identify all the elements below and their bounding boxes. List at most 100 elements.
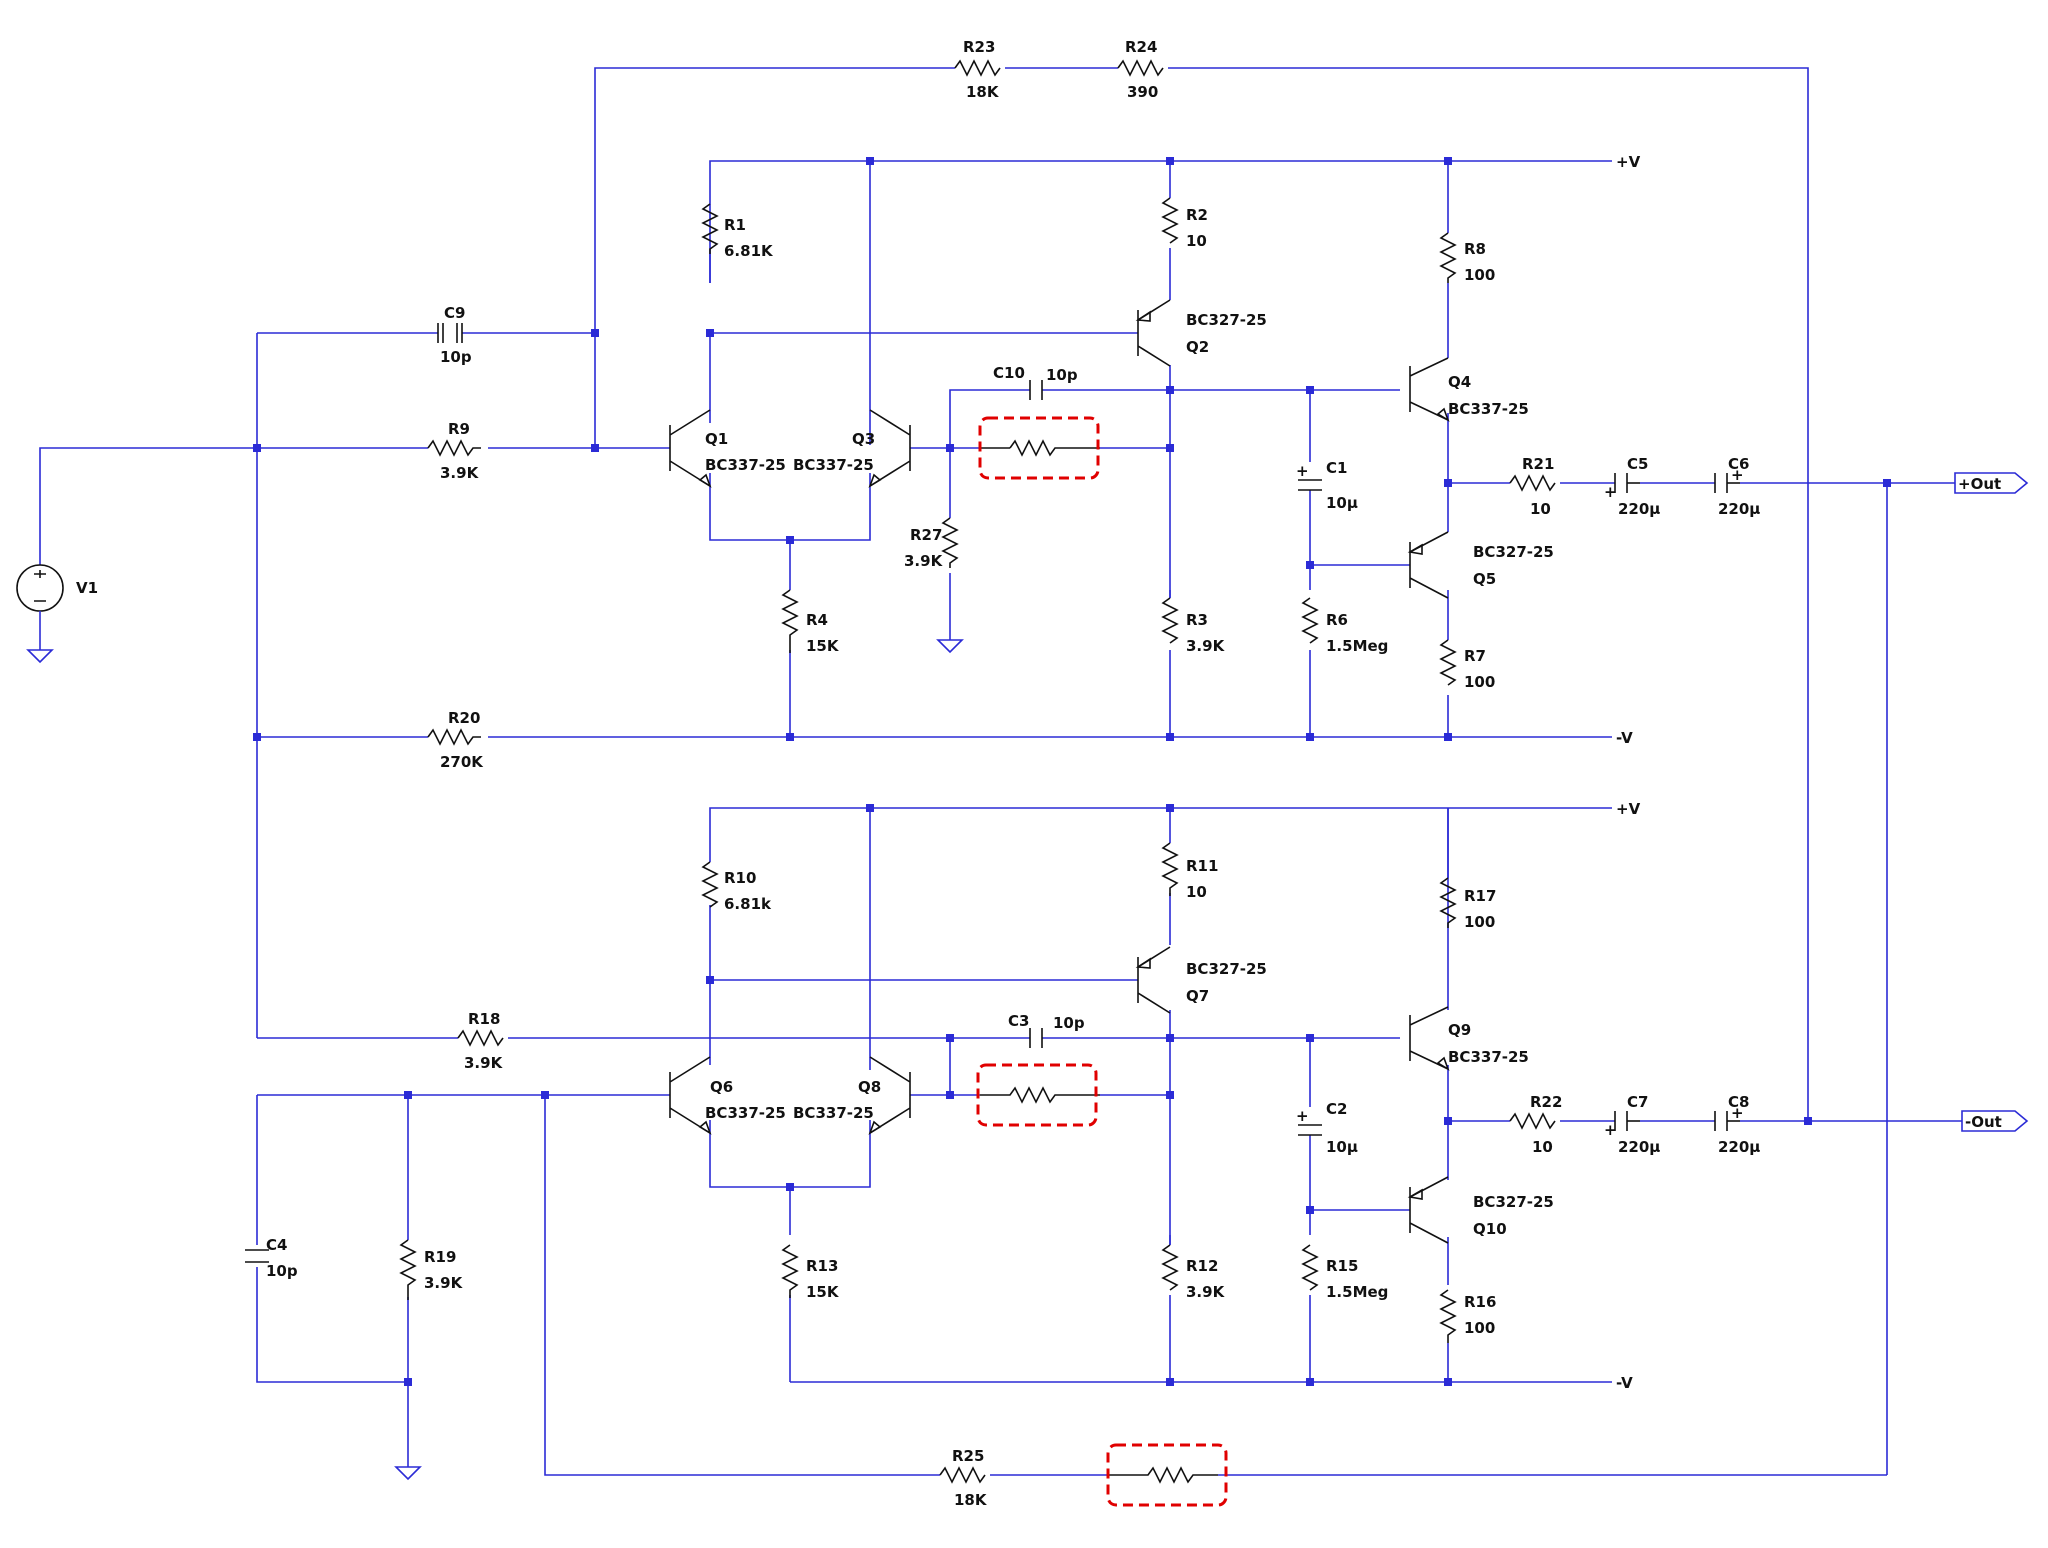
label-c7-val: 220µ: [1618, 1138, 1660, 1156]
resistor-r21: [1509, 474, 1556, 492]
capacitor-c5: +: [1604, 473, 1640, 501]
resistor-r4: [781, 589, 799, 653]
transistor-q2: [1135, 299, 1171, 367]
label-r27-val: 3.9K: [904, 552, 944, 570]
label-r22-ref: R22: [1530, 1093, 1562, 1111]
label-q3-val: BC337-25: [793, 456, 874, 474]
capacitor-c2: +: [1296, 1107, 1322, 1136]
resistor-r12: [1161, 1244, 1179, 1291]
label-r13-val: 15K: [806, 1283, 840, 1301]
port-out-neg-label: -Out: [1965, 1113, 2002, 1131]
ground-icon: [936, 639, 964, 654]
net-label-vplus: +V: [1616, 153, 1641, 171]
label-c5-ref: C5: [1627, 455, 1648, 473]
label-r12-ref: R12: [1186, 1257, 1218, 1275]
label-r15-val: 1.5Meg: [1326, 1283, 1388, 1301]
label-r18-val: 3.9K: [464, 1054, 504, 1072]
capacitor-c7: +: [1604, 1111, 1640, 1139]
resistor-r2: [1161, 197, 1179, 244]
capacitor-c9: [437, 323, 463, 343]
svg-text:+: +: [1296, 462, 1309, 480]
transistor-q7: [1135, 946, 1171, 1014]
label-r11-ref: R11: [1186, 857, 1218, 875]
resistor-r17: [1439, 877, 1457, 928]
label-c1-val: 10µ: [1326, 494, 1358, 512]
label-r24-ref: R24: [1125, 38, 1157, 56]
label-c4-ref: C4: [266, 1236, 287, 1254]
svg-text:+: +: [1731, 466, 1744, 484]
label-r8-val: 100: [1464, 266, 1495, 284]
label-q6-ref: Q6: [710, 1078, 733, 1096]
port-out-pos: +Out: [1954, 472, 2029, 494]
label-q4-ref: Q4: [1448, 373, 1471, 391]
label-c10-ref: C10: [993, 364, 1025, 382]
label-c5-val: 220µ: [1618, 500, 1660, 518]
svg-text:+: +: [1296, 1107, 1309, 1125]
label-r25-val: 18K: [954, 1491, 988, 1509]
svg-text:+: +: [1604, 483, 1617, 501]
label-v1-ref: V1: [76, 579, 98, 597]
label-r6-val: 1.5Meg: [1326, 637, 1388, 655]
label-r1-val: 6.81K: [724, 242, 774, 260]
label-q8-ref: Q8: [858, 1078, 881, 1096]
label-q4-val: BC337-25: [1448, 400, 1529, 418]
label-q1-ref: Q1: [705, 430, 728, 448]
label-c8-ref: C8: [1728, 1093, 1749, 1111]
label-c6-val: 220µ: [1718, 500, 1760, 518]
label-r23-ref: R23: [963, 38, 995, 56]
transistor-q9: [1409, 1006, 1450, 1071]
resistor-unnamed-3: [1108, 1466, 1218, 1484]
transistor-q6: [669, 1056, 712, 1135]
label-r1-ref: R1: [724, 216, 746, 234]
label-r19-ref: R19: [424, 1248, 456, 1266]
label-r4-ref: R4: [806, 611, 828, 629]
label-r6-ref: R6: [1326, 611, 1348, 629]
label-r3-ref: R3: [1186, 611, 1208, 629]
transistor-q1: [669, 409, 712, 488]
label-r25-ref: R25: [952, 1447, 984, 1465]
label-r2-ref: R2: [1186, 206, 1208, 224]
label-r10-ref: R10: [724, 869, 756, 887]
capacitor-c6: +: [1714, 466, 1744, 493]
label-r21-val: 10: [1530, 500, 1551, 518]
ground-icon: [26, 649, 54, 664]
net-label-vminus: -V: [1616, 1374, 1633, 1392]
label-r15-ref: R15: [1326, 1257, 1358, 1275]
label-r9-ref: R9: [448, 420, 470, 438]
resistor-r13: [781, 1244, 799, 1298]
resistor-r11: [1161, 842, 1179, 896]
label-c1-ref: C1: [1326, 459, 1347, 477]
resistor-r15: [1301, 1244, 1319, 1291]
resistor-r22: [1509, 1112, 1556, 1130]
label-r4-val: 15K: [806, 637, 840, 655]
label-r11-val: 10: [1186, 883, 1207, 901]
label-r8-ref: R8: [1464, 240, 1486, 258]
capacitor-c1: +: [1296, 462, 1322, 491]
transistor-q10: [1407, 1176, 1449, 1244]
resistor-r8: [1439, 232, 1457, 283]
label-r20-ref: R20: [448, 709, 480, 727]
component-labels: R23 18K R24 390 R1 6.81K R2 10 R8 100 C9…: [76, 38, 1760, 1509]
svg-text:+: +: [1604, 1121, 1617, 1139]
label-c6-ref: C6: [1728, 455, 1749, 473]
resistor-r19: [399, 1239, 417, 1300]
label-q5-val: BC327-25: [1473, 543, 1554, 561]
resistor-unnamed-2: [980, 1086, 1100, 1104]
label-r17-val: 100: [1464, 913, 1495, 931]
resistor-r20: [427, 728, 481, 746]
label-q7-ref: Q7: [1186, 987, 1209, 1005]
capacitor-c10: [1029, 380, 1043, 400]
highlight-box: [978, 416, 1100, 480]
voltage-source-v1: [16, 564, 64, 650]
wires: [39, 67, 1962, 1476]
label-r9-val: 3.9K: [440, 464, 480, 482]
label-r22-val: 10: [1532, 1138, 1553, 1156]
label-r19-val: 3.9K: [424, 1274, 464, 1292]
transistor-q3: [868, 409, 911, 488]
label-c3-ref: C3: [1008, 1012, 1029, 1030]
label-q8-val: BC337-25: [793, 1104, 874, 1122]
label-q6-val: BC337-25: [705, 1104, 786, 1122]
label-r23-val: 18K: [966, 83, 1000, 101]
resistor-r6: [1301, 597, 1319, 644]
